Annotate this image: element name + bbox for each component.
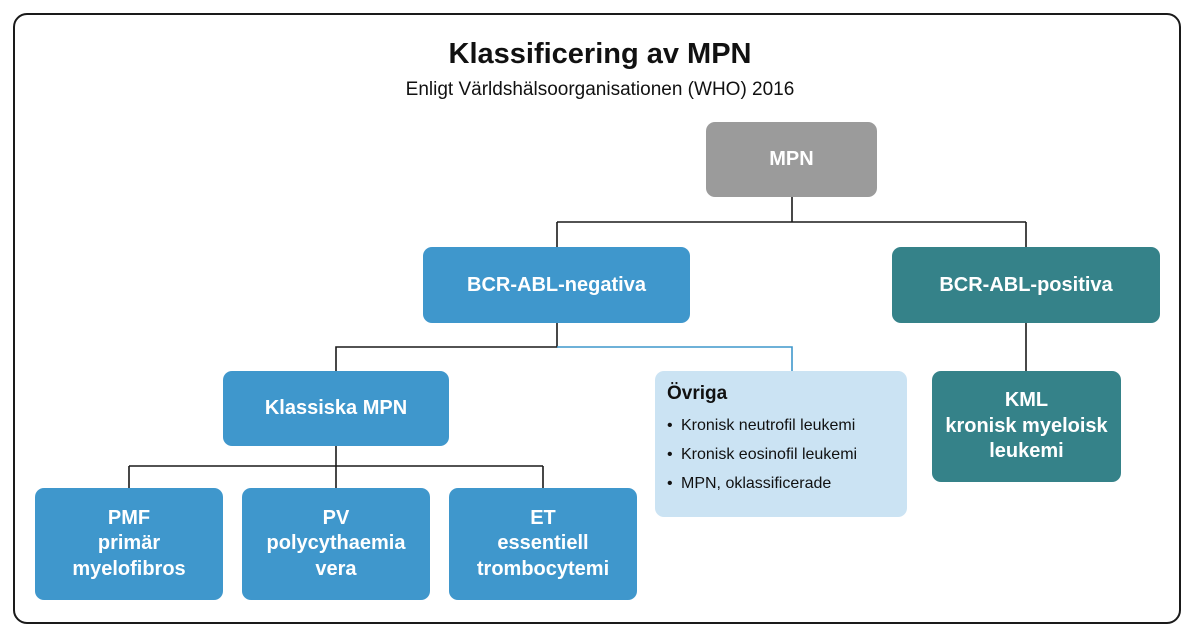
node-klassiska-mpn-label: Klassiska MPN	[264, 397, 408, 419]
connector-negativa-to-ovriga	[557, 346, 793, 371]
connector-klassiska-to-leaves	[128, 445, 544, 488]
connector-root-to-branches	[556, 196, 1027, 247]
bullet-icon: •	[667, 417, 673, 434]
node-et-line-3: trombocytemi	[476, 557, 610, 580]
node-pmf: PMF primär myelofibros	[35, 488, 223, 600]
node-kml-line-2: kronisk myeloisk	[945, 414, 1108, 437]
node-et-line-2: essentiell	[497, 532, 589, 555]
ovriga-item-label: Kronisk eosinofil leukemi	[681, 446, 858, 463]
node-bcr-abl-positiva: BCR-ABL-positiva	[892, 247, 1160, 323]
node-bcr-abl-positiva-label: BCR-ABL-positiva	[939, 273, 1113, 296]
connector-negativa-to-klassiska	[335, 322, 558, 371]
list-item: • Kronisk neutrofil leukemi	[667, 411, 907, 440]
list-item: • MPN, oklassificerade	[667, 469, 907, 498]
diagram-subtitle: Enligt Världshälsoorganisationen (WHO) 2…	[405, 79, 795, 100]
node-bcr-abl-negativa: BCR-ABL-negativa	[423, 247, 690, 323]
node-kml-abbrev: KML	[1004, 389, 1049, 412]
diagram-frame	[13, 13, 1181, 624]
diagram-title: Klassificering av MPN	[448, 38, 752, 70]
node-mpn: MPN	[706, 122, 877, 197]
bullet-icon: •	[667, 446, 673, 463]
node-pv-line-2: polycythaemia	[266, 532, 406, 555]
node-pv-abbrev: PV	[322, 506, 350, 529]
node-mpn-label: MPN	[769, 148, 814, 170]
ovriga-list: • Kronisk neutrofil leukemi • Kronisk eosi…	[667, 411, 907, 498]
node-pv: PV polycythaemia vera	[242, 488, 430, 600]
node-kml-line-3: leukemi	[989, 440, 1064, 463]
node-pv-line-3: vera	[315, 557, 357, 580]
ovriga-heading: Övriga	[667, 383, 728, 404]
node-pmf-line-2: primär	[97, 532, 161, 555]
bullet-icon: •	[667, 475, 673, 492]
list-item: • Kronisk eosinofil leukemi	[667, 440, 907, 469]
ovriga-item-label: MPN, oklassificerade	[681, 475, 832, 492]
node-kml: KML kronisk myeloisk leukemi	[932, 371, 1121, 482]
node-klassiska-mpn: Klassiska MPN	[223, 371, 449, 446]
ovriga-item-label: Kronisk neutrofil leukemi	[681, 417, 856, 434]
node-pmf-abbrev: PMF	[107, 506, 151, 529]
node-ovriga: Övriga • Kronisk neutrofil leukemi • Kroni…	[655, 371, 907, 517]
node-pmf-line-3: myelofibros	[72, 557, 186, 580]
node-et: ET essentiell trombocytemi	[449, 488, 637, 600]
node-bcr-abl-negativa-label: BCR-ABL-negativa	[467, 273, 646, 296]
node-et-abbrev: ET	[530, 506, 556, 529]
